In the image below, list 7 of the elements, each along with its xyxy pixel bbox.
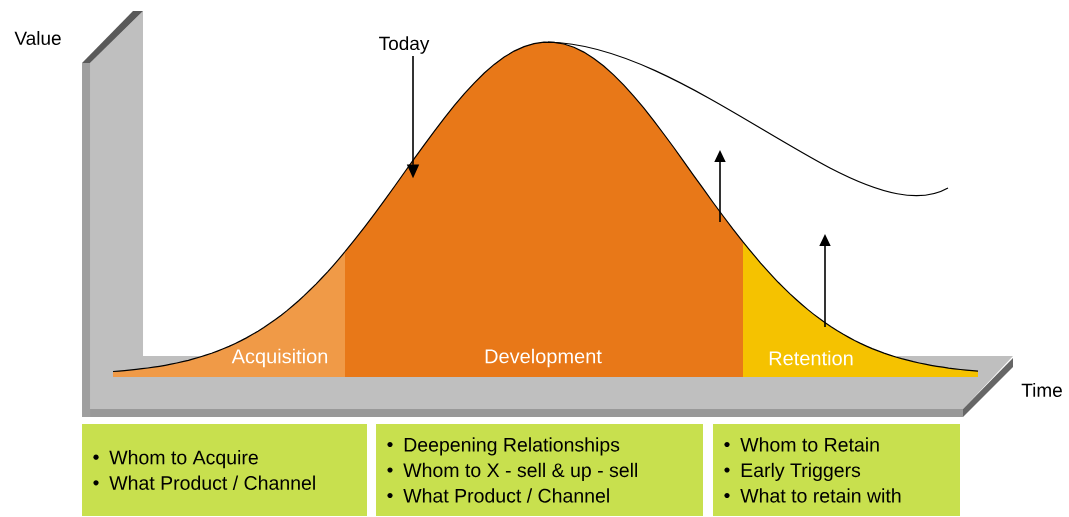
axis-label: Time (1021, 383, 1062, 397)
bullet-box: Whom to Acquire What Product / Channel (82, 424, 367, 516)
phase-area: Retention (742, 241, 979, 377)
phase-area: Acquisition (112, 251, 346, 377)
axis-label: Value (14, 31, 61, 45)
bullet-box: Deepening Relationships Whom to X - sell & up - sell What Product / Channel (376, 424, 703, 516)
bullet-box: Whom to Retain Early Triggers What to retain with (713, 424, 960, 516)
